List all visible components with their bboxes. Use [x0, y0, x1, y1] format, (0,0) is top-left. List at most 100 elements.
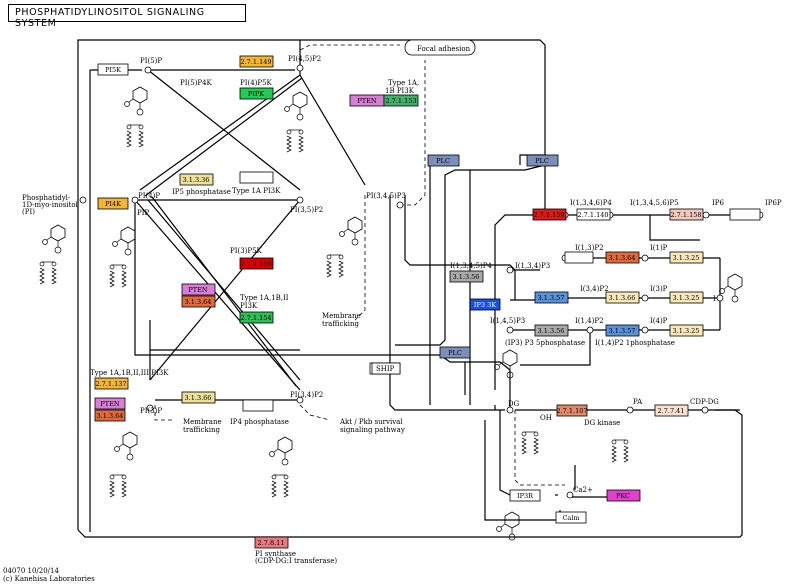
enzyme-plc-3: PLC — [448, 349, 462, 357]
enzyme-pten-2: PTEN — [188, 286, 207, 294]
enzyme-plc-1: PLC — [436, 157, 450, 165]
map-title: PHOSPHATIDYLINOSITOL SIGNALING SYSTEM — [15, 7, 205, 29]
enzyme-2-7-7-41: 2.7.7.41 — [658, 407, 685, 415]
enzyme-3-1-3-66-b: 3.1.3.66 — [609, 294, 636, 302]
label-pi5p4k: PI(5)P4K — [180, 79, 213, 87]
label-pi45p2: PI(4,5)P2 — [288, 55, 321, 63]
label-pip: PIP — [137, 209, 149, 217]
label-oh: OH — [540, 414, 552, 422]
label-type1a-1: Type 1A, — [388, 79, 419, 87]
label-i: I — [713, 295, 716, 303]
label-i134p3: I(1,3,4)P3 — [515, 262, 550, 270]
map-title-box: PHOSPHATIDYLINOSITOL SIGNALING SYSTEM — [8, 4, 246, 29]
label-akt-2: signaling pathway — [340, 426, 405, 434]
label-dg: DG — [508, 400, 520, 408]
label-i145p3: I(1,4,5)P3 — [490, 317, 525, 325]
enzyme-ip3-3k: IP3 3K — [474, 301, 496, 309]
enzyme-ip3r: IP3R — [517, 492, 534, 500]
label-type-long: Type 1A,1B,II,III PI3K — [90, 369, 169, 377]
enzyme-2-7-1-149: 2.7.1.149 — [240, 58, 271, 66]
enzyme-3-1-3-56-b: 3.1.3.56 — [538, 327, 565, 335]
label-i34p2: I(3,4)P2 — [580, 285, 609, 293]
enzyme-3-1-3-64-a: 3.1.3.64 — [185, 298, 212, 306]
enzyme-pten-1: PTEN — [357, 97, 376, 105]
label-i14p2: I(1,4)P2 — [575, 317, 604, 325]
enzyme-3-1-3-56-a: 3.1.3.56 — [453, 273, 480, 281]
enzyme-2-7-1-107: 2.7.1.107 — [556, 407, 587, 415]
label-phosphatidyl-2: 1D-myo-inositol — [22, 201, 79, 209]
label-i14p2-phosphatase: I(1,4)P2 1phosphatase — [595, 339, 675, 347]
label-membrane-2: trafficking — [322, 320, 359, 328]
enzyme-pipk: PIPK — [248, 90, 264, 98]
label-pi34p2: PI(3,4)P2 — [290, 391, 323, 399]
label-type1a1b2-2: PI3K — [240, 302, 258, 310]
label-pi4p: PI(4)P — [138, 192, 160, 200]
enzyme-3-1-3-64-c: 3.1.3.64 — [609, 254, 636, 262]
enzyme-3-1-3-25-c: 3.1.3.25 — [673, 327, 700, 335]
label-ship: SHIP — [376, 365, 395, 373]
label-pi345p3: PI(3,4,5)P3 — [366, 192, 406, 200]
label-i13p2: I(1,3)P2 — [575, 244, 604, 252]
focal-adhesion-box[interactable] — [404, 39, 476, 56]
enzyme-3-1-3-64-b: 3.1.3.64 — [97, 412, 124, 420]
enzyme-2-7-1-153: 2.7.1.153 — [385, 97, 416, 105]
label-type1a1b2-1: Type 1A,1B,II — [240, 294, 289, 302]
label-focal-adhesion: Focal adhesion — [417, 45, 471, 53]
label-phosphatidyl-3: (PI) — [22, 208, 35, 216]
label-i1345p4: I(1,3,4,5)P4 — [450, 262, 492, 270]
label-i1346p4: I(1,3,4,6)P4 — [570, 199, 612, 207]
label-ip3-phosphatase: (IP3) P3 5phosphatase — [505, 339, 585, 347]
enzyme-3-1-3-25-a: 3.1.3.25 — [673, 254, 700, 262]
label-pi-synthase-1: PI synthase — [255, 550, 296, 558]
enzyme-pten-3: PTEN — [100, 400, 119, 408]
label-pi-synthase-2: (CDP-DG:I transferase) — [255, 557, 337, 565]
label-type1a-2: 1B PI3K — [385, 87, 415, 95]
label-phosphatidyl-1: Phosphatidyl- — [22, 194, 71, 202]
enzyme-3-1-3-25-b: 3.1.3.25 — [673, 294, 700, 302]
enzyme-calm: Calm — [562, 514, 579, 522]
label-akt-1: Akt / Pkb survival — [339, 418, 403, 426]
label-pi3p5k: PI(3)P5K — [230, 247, 263, 255]
enzyme-3-1-3-36: 3.1.3.36 — [183, 176, 210, 184]
label-membrane-1: Membrane — [322, 312, 361, 320]
enzyme-2-7-1-154: 2.7.1.154 — [240, 314, 271, 322]
enzyme-2-7-1-150: 2.7.1.150 — [240, 260, 271, 268]
label-pi35p2: PI(3,5)P2 — [290, 206, 323, 214]
label-ip5-phosphatase: IP5 phosphatase — [172, 188, 231, 196]
enzyme-3-1-3-66-a: 3.1.3.66 — [185, 394, 212, 402]
label-ip4-phosphatase: IP4 phosphatase — [230, 418, 289, 426]
enzyme-2-7-8-11: 2.7.8.11 — [258, 539, 285, 547]
enzyme-boxes[interactable] — [94, 55, 761, 549]
footer-copyright: (c) Kanehisa Laboratories — [3, 575, 95, 583]
enzyme-2-7-1-140: 2.7.1.140 — [577, 211, 608, 219]
enzyme-pkc: PKC — [616, 492, 630, 500]
label-dg-kinase: DG kinase — [584, 419, 620, 427]
label-i4p: I(4)P — [650, 317, 668, 325]
enzyme-3-1-3-57-a: 3.1.3.57 — [538, 294, 565, 302]
label-i13456p5: I(1,3,4,5,6)P5 — [630, 199, 679, 207]
enzyme-3-1-3-57-b: 3.1.3.57 — [609, 327, 636, 335]
label-membrane-3: Membrane — [183, 418, 222, 426]
label-cdp-dg: CDP-DG — [690, 398, 719, 406]
enzyme-2-7-1-159: 2.7.1.159 — [533, 211, 564, 219]
dashed-links — [154, 44, 565, 486]
label-pi5p: PI(5)P — [140, 57, 162, 65]
label-pi4p5k: PI(4)P5K — [240, 79, 273, 87]
label-pa: PA — [633, 398, 643, 406]
ship-box[interactable] — [371, 362, 401, 375]
enzyme-pi5k: PI5K — [105, 66, 121, 74]
label-pi3p: PI(3)P — [140, 407, 162, 415]
label-type1a-pi3k: Type 1A PI3K — [232, 187, 281, 195]
enzyme-2-7-1-137: 2.7.1.137 — [95, 380, 126, 388]
footer-code: 04070 10/20/14 — [3, 567, 59, 575]
label-membrane-4: trafficking — [183, 426, 220, 434]
molecule-structures — [39, 86, 743, 541]
label-i1p: I(1)P — [650, 244, 668, 252]
enzyme-2-7-1-158: 2.7.1.158 — [670, 211, 701, 219]
compound-labels: PI(5)P PI(4,5)P2 Focal adhesion PI(5)P4K… — [22, 45, 782, 565]
label-ip6: IP6 — [712, 199, 724, 207]
label-ca2: Ca2+ — [573, 486, 593, 494]
label-ip6p: IP6P — [765, 199, 782, 207]
label-i3p: I(3)P — [650, 285, 668, 293]
